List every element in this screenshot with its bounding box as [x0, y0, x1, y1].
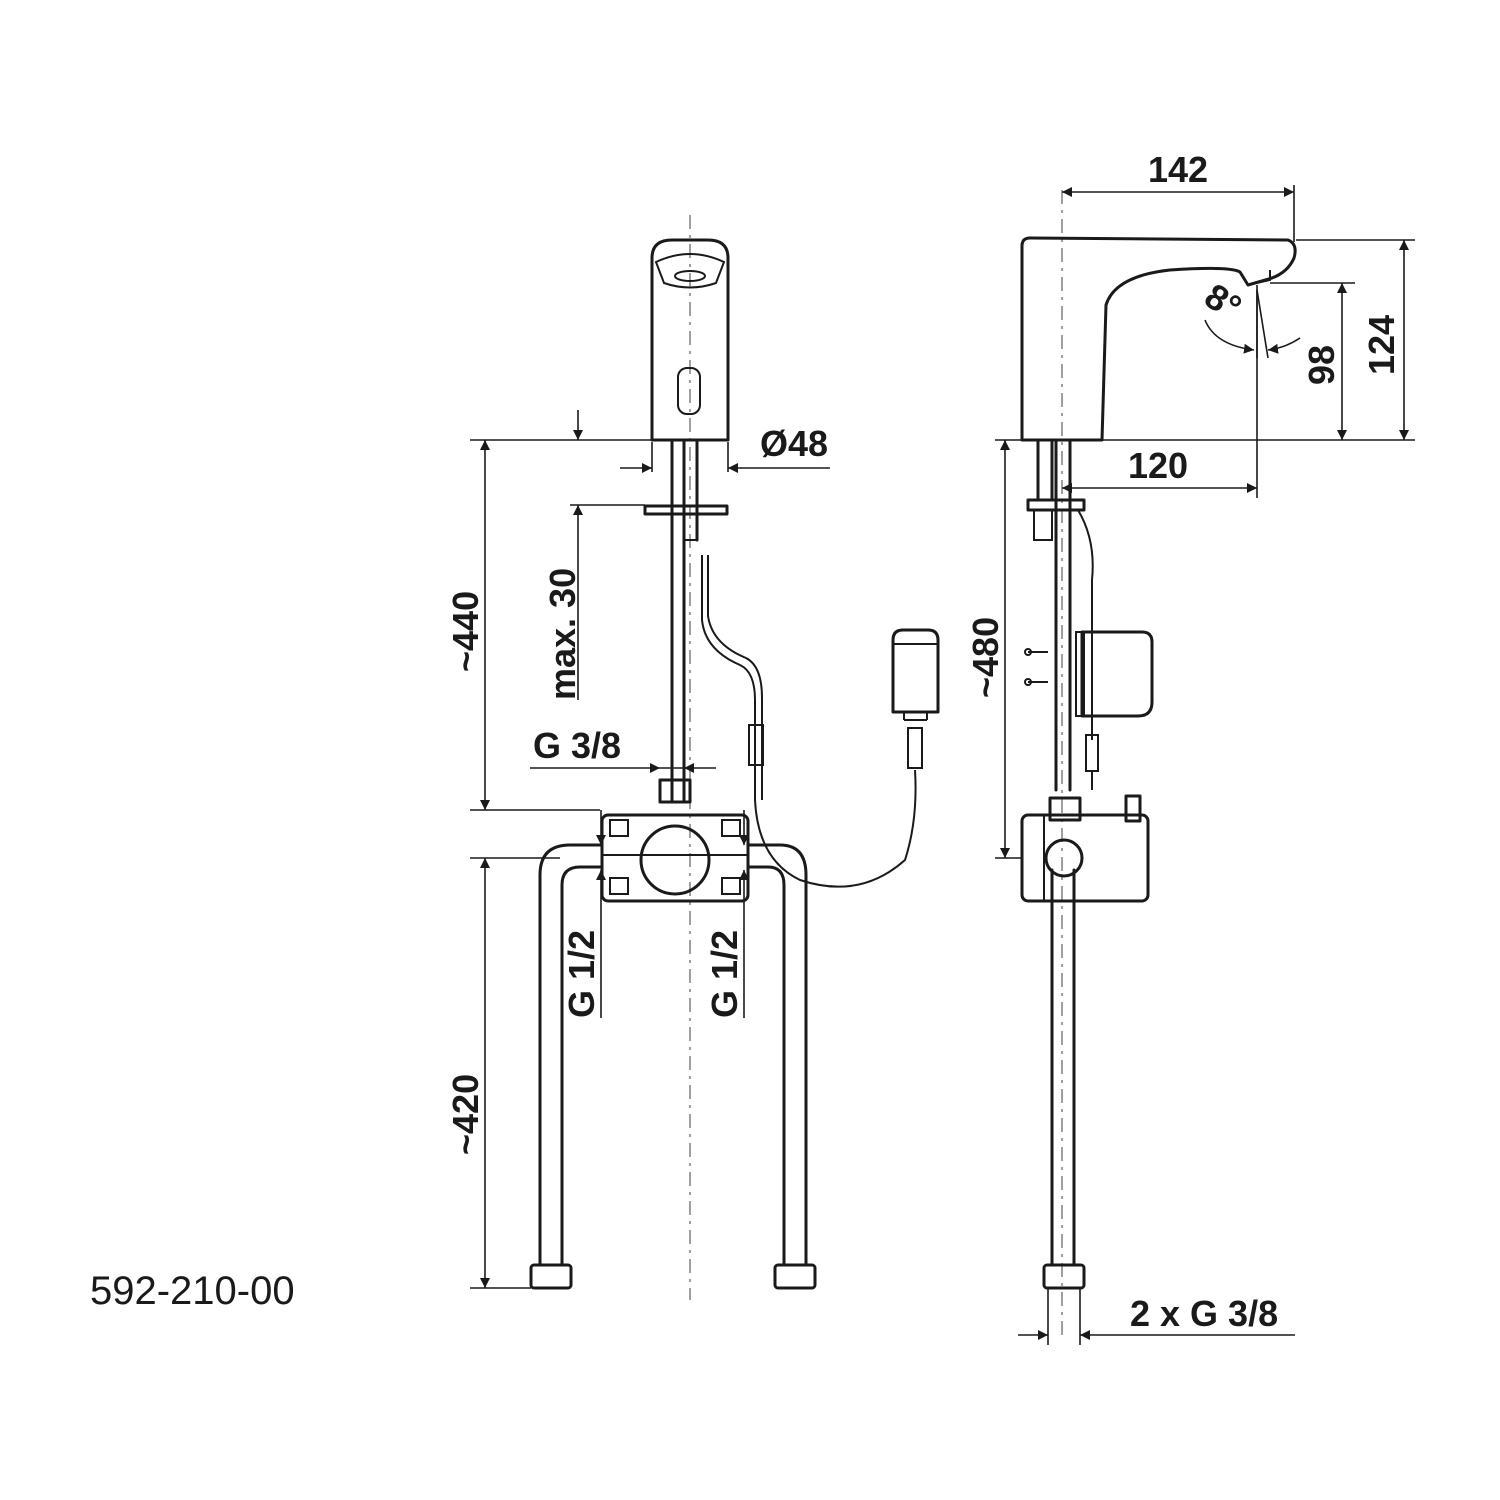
dim-diameter: Ø48 — [620, 423, 830, 473]
thread-left-label: G 1/2 — [561, 930, 602, 1018]
supply-pipe-right — [746, 843, 817, 1290]
connections-label: 2 x G 3/8 — [1130, 1293, 1278, 1334]
height-below-label: ~480 — [965, 617, 1006, 698]
faucet-body-side — [1020, 236, 1297, 442]
faucet-body-front — [650, 238, 730, 442]
dim-height-upper: ~440 — [445, 439, 600, 811]
dim-connections: 2 x G 3/8 — [1018, 1288, 1295, 1345]
fixing-plate-side — [1026, 498, 1086, 512]
dim-angle: 8° — [1198, 275, 1301, 359]
height-upper-label: ~440 — [445, 591, 486, 672]
dim-thread-left: G 1/2 — [561, 810, 606, 1018]
side-view: 142 120 124 98 8° — [965, 149, 1415, 1345]
dim-thread-top: G 3/8 — [530, 725, 716, 773]
dim-spout-reach: 120 — [1062, 285, 1258, 498]
height-outlet-label: 98 — [1301, 345, 1342, 385]
dim-height-below: ~480 — [965, 439, 1022, 859]
spout-reach-label: 120 — [1128, 445, 1188, 486]
dim-max-thickness: max. 30 — [542, 410, 652, 700]
supply-pipe-side — [1042, 868, 1086, 1290]
supply-pipe-left — [529, 843, 604, 1290]
cable-connector-2 — [907, 727, 923, 769]
front-view: Ø48 max. 30 ~440 G 3/8 — [445, 215, 940, 1300]
spout-length-label: 142 — [1148, 149, 1208, 190]
pipe-nut-right — [773, 1263, 817, 1290]
height-total-label: 124 — [1361, 315, 1402, 375]
dim-height-lower: ~420 — [445, 857, 560, 1289]
thread-right-label: G 1/2 — [704, 930, 745, 1018]
mixing-block-front — [600, 778, 750, 903]
dim-height-outlet: 98 — [1270, 282, 1355, 440]
diameter-label: Ø48 — [760, 423, 828, 464]
pipe-nut-side — [1042, 1263, 1086, 1290]
max-thickness-label: max. 30 — [542, 568, 583, 700]
cable-connector — [748, 724, 764, 766]
dim-spout-length: 142 — [1062, 149, 1295, 242]
shank-front — [643, 438, 729, 802]
thread-top-label: G 3/8 — [533, 725, 621, 766]
sensor-window-icon — [677, 367, 701, 415]
dim-thread-right: G 1/2 — [704, 810, 749, 1018]
sensor-cable — [701, 555, 917, 888]
dim-height-total: 124 — [1102, 239, 1415, 441]
height-lower-label: ~420 — [445, 1074, 486, 1155]
pipe-nut-left — [529, 1263, 573, 1290]
fixing-plate — [643, 504, 729, 516]
control-box — [891, 628, 940, 721]
mixing-block-side — [1020, 794, 1150, 903]
control-box-side — [1024, 630, 1154, 718]
product-code: 592-210-00 — [90, 1269, 295, 1313]
shank-side — [1026, 438, 1099, 792]
